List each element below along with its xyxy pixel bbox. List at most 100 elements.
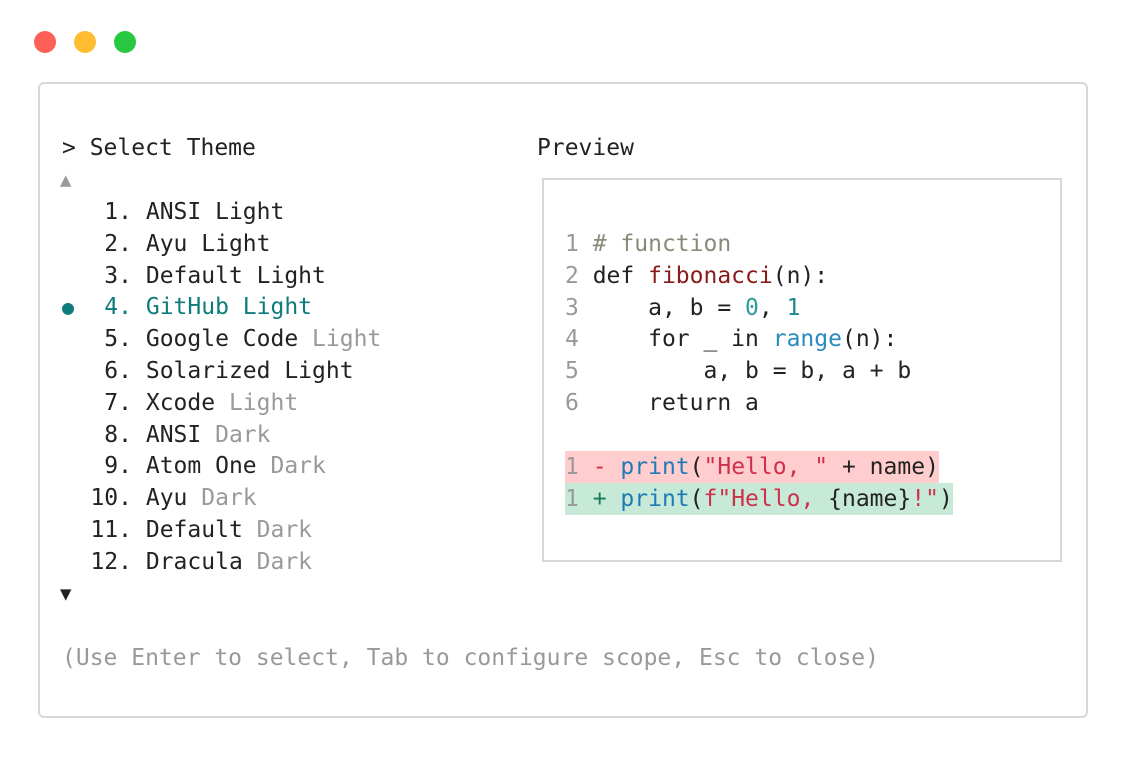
theme-number: 6.: [104, 358, 132, 384]
line-number: 1: [565, 485, 593, 512]
theme-number: 4.: [104, 294, 132, 321]
code-token: ,: [758, 294, 787, 321]
theme-item[interactable]: 9. Atom One Dark: [62, 450, 326, 482]
line-number: 3: [565, 294, 593, 321]
theme-name: Ayu Light: [145, 230, 271, 257]
scroll-down-indicator[interactable]: ▼: [60, 583, 72, 605]
code-token: def: [592, 262, 649, 289]
code-token: print: [620, 454, 690, 480]
diff-line-added: 1 + print(f"Hello, {name}!"): [565, 482, 953, 515]
theme-item[interactable]: ● 4. GitHub Light: [62, 291, 312, 323]
code-token: (: [689, 454, 704, 480]
theme-item[interactable]: 6. Solarized Light: [62, 355, 354, 387]
theme-number: 9.: [104, 453, 132, 480]
theme-variant: Dark: [215, 421, 271, 448]
line-number: 2: [565, 262, 593, 289]
close-button[interactable]: [34, 31, 56, 53]
selected-indicator-icon: [62, 419, 76, 451]
theme-name: Dracula: [145, 548, 257, 575]
code-line: 2 def fibonacci(n):: [565, 260, 828, 292]
selected-indicator-icon: [62, 260, 76, 292]
theme-number: 8.: [104, 421, 132, 448]
selected-indicator-icon: [62, 387, 76, 419]
code-token: return a: [592, 390, 759, 416]
theme-number: 5.: [104, 326, 132, 353]
theme-name: Xcode: [145, 389, 229, 416]
theme-number: 3.: [104, 262, 132, 289]
theme-item[interactable]: 8. ANSI Dark: [62, 419, 271, 451]
code-token: print: [620, 485, 690, 512]
selected-indicator-icon: [62, 228, 76, 260]
code-token: f"Hello,: [703, 485, 829, 512]
dialog-title: > Select Theme: [62, 135, 256, 161]
theme-number: 2.: [104, 230, 132, 257]
selected-indicator-icon: ●: [62, 295, 75, 320]
theme-name: GitHub Light: [145, 294, 313, 321]
theme-variant: Dark: [256, 517, 313, 543]
code-line: 3 a, b = 0, 1: [565, 292, 800, 324]
selected-indicator-icon: [62, 450, 76, 482]
code-line: 6 return a: [565, 387, 759, 419]
selected-indicator-icon: [62, 514, 76, 546]
code-token: {name}: [828, 485, 912, 512]
line-number: 4: [565, 326, 593, 353]
line-number: 1: [565, 231, 593, 257]
theme-variant: Light: [312, 326, 382, 353]
theme-name: Ayu: [145, 485, 202, 512]
code-token: 1: [786, 294, 801, 321]
theme-item[interactable]: 10. Ayu Dark: [62, 482, 257, 514]
theme-name: ANSI Light: [145, 199, 285, 225]
theme-number: 1.: [104, 199, 132, 225]
theme-variant: Dark: [256, 548, 313, 575]
theme-name: Solarized Light: [145, 358, 354, 384]
diff-line-removed: 1 - print("Hello, " + name): [565, 451, 939, 483]
preview-title: Preview: [537, 135, 634, 161]
theme-item[interactable]: 11. Default Dark: [62, 514, 312, 546]
line-number: 5: [565, 358, 593, 385]
theme-number: 7.: [104, 389, 132, 416]
code-line: 1 # function: [565, 228, 731, 260]
code-token: ): [938, 485, 953, 512]
theme-item[interactable]: 5. Google Code Light: [62, 323, 381, 355]
line-number: 1: [565, 454, 593, 480]
code-token: "Hello, ": [703, 454, 829, 480]
theme-variant: Dark: [201, 485, 257, 512]
help-hint: (Use Enter to select, Tab to configure s…: [62, 645, 879, 671]
code-token: !": [911, 485, 939, 512]
code-token: a, b = b, a + b: [592, 358, 912, 385]
theme-name: Atom One: [145, 453, 271, 480]
theme-item[interactable]: 1. ANSI Light: [62, 196, 284, 228]
minimize-button[interactable]: [74, 31, 96, 53]
selected-indicator-icon: [62, 196, 76, 228]
scroll-up-indicator[interactable]: ▲: [60, 169, 72, 191]
theme-item[interactable]: 12. Dracula Dark: [62, 546, 312, 578]
selected-indicator-icon: [62, 482, 76, 514]
theme-number: 10.: [90, 485, 132, 512]
preview-panel: [542, 178, 1062, 562]
theme-item[interactable]: 2. Ayu Light: [62, 228, 270, 260]
code-token: # function: [592, 231, 732, 257]
theme-variant: Light: [228, 389, 299, 416]
code-token: for _ in: [592, 326, 773, 353]
code-token: +: [592, 485, 621, 512]
theme-dialog: [38, 82, 1088, 718]
code-token: + name): [828, 454, 939, 480]
theme-name: ANSI: [145, 421, 216, 448]
code-token: (n):: [772, 262, 829, 289]
selected-indicator-icon: [62, 355, 76, 387]
code-token: 0: [745, 294, 759, 321]
maximize-button[interactable]: [114, 31, 136, 53]
code-line: 5 a, b = b, a + b: [565, 355, 911, 387]
code-token: (: [689, 485, 704, 512]
theme-item[interactable]: 3. Default Light: [62, 260, 326, 292]
theme-name: Default: [145, 517, 257, 543]
line-number: 6: [565, 390, 593, 416]
theme-name: Default Light: [145, 262, 326, 289]
code-token: range: [772, 326, 842, 353]
code-token: -: [592, 454, 621, 480]
theme-number: 11.: [90, 517, 132, 543]
theme-number: 12.: [90, 548, 132, 575]
theme-item[interactable]: 7. Xcode Light: [62, 387, 298, 419]
theme-name: Google Code: [145, 326, 313, 353]
code-token: fibonacci: [648, 262, 773, 289]
